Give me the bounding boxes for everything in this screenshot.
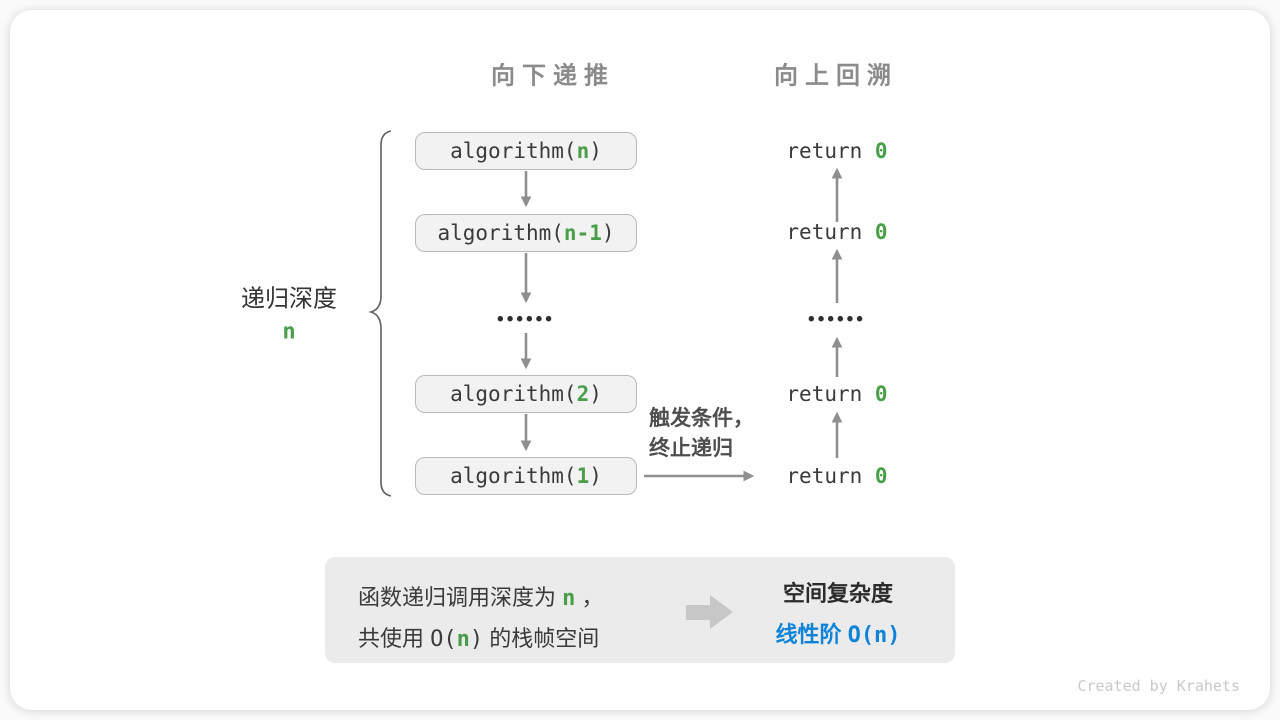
- summary-text: 函数递归调用深度为: [358, 585, 563, 610]
- call-box-algorithm-2: algorithm(2): [415, 375, 637, 413]
- space-complexity-result: 线性阶 O(n): [775, 617, 900, 649]
- call-arg: n-1: [563, 221, 602, 245]
- summary-line2: 共使用 O(n) 的栈帧空间: [358, 619, 604, 660]
- summary-text: ，: [575, 585, 604, 610]
- call-text: algorithm(: [450, 382, 577, 406]
- return-value: 0: [874, 220, 888, 244]
- return-keyword: return: [786, 220, 875, 244]
- call-box-algorithm-1: algorithm(1): [415, 457, 637, 495]
- call-close: ): [589, 464, 602, 488]
- heading-upward-backtrack: 向上回溯: [774, 62, 898, 90]
- call-box-algorithm-n: algorithm(n): [415, 132, 637, 170]
- return-value: 0: [874, 382, 888, 406]
- credit-watermark: Created by Krahets: [1077, 677, 1240, 695]
- ellipsis-right: ••••••: [808, 309, 866, 330]
- return-value: 0: [874, 139, 888, 163]
- ellipsis-left: ••••••: [497, 309, 555, 330]
- call-text: algorithm(: [437, 221, 564, 245]
- summary-line1: 函数递归调用深度为 n ，: [358, 578, 604, 619]
- call-arg: 1: [576, 464, 590, 488]
- call-box-algorithm-n-1: algorithm(n-1): [415, 214, 637, 252]
- return-value: 0: [874, 464, 888, 488]
- return-keyword: return: [786, 382, 875, 406]
- summary-description: 函数递归调用深度为 n ， 共使用 O(n) 的栈帧空间: [358, 578, 604, 660]
- return-statement: return 0: [786, 382, 887, 406]
- summary-var-n: n: [562, 586, 576, 611]
- recursion-depth-label: 递归深度: [241, 285, 337, 313]
- call-arg: 2: [576, 382, 590, 406]
- base-case-line1: 触发条件，: [649, 407, 754, 430]
- return-keyword: return: [786, 464, 875, 488]
- summary-panel: [325, 557, 955, 663]
- summary-text: 的栈帧空间: [483, 626, 600, 651]
- recursion-depth-value: n: [282, 319, 296, 345]
- return-keyword: return: [786, 139, 875, 163]
- return-statement: return 0: [786, 139, 887, 163]
- return-statement: return 0: [786, 464, 887, 488]
- call-text: algorithm(: [450, 139, 577, 163]
- heading-downward-recursion: 向下递推: [491, 62, 615, 90]
- complexity-class: 线性阶: [775, 622, 848, 647]
- call-arg: n: [576, 139, 590, 163]
- call-close: ): [601, 221, 615, 245]
- return-statement: return 0: [786, 220, 887, 244]
- big-o-open: O(: [430, 627, 457, 652]
- base-case-label: 触发条件， 终止递归: [649, 404, 754, 464]
- base-case-line2: 终止递归: [649, 437, 733, 460]
- call-close: ): [589, 382, 602, 406]
- complexity-big-o: O(n): [847, 623, 901, 648]
- call-text: algorithm(: [450, 464, 577, 488]
- space-complexity-title: 空间复杂度: [782, 581, 894, 606]
- summary-var-n: n: [456, 627, 470, 652]
- call-close: ): [589, 139, 602, 163]
- summary-text: 共使用: [358, 626, 431, 651]
- big-o-close: ): [469, 627, 484, 652]
